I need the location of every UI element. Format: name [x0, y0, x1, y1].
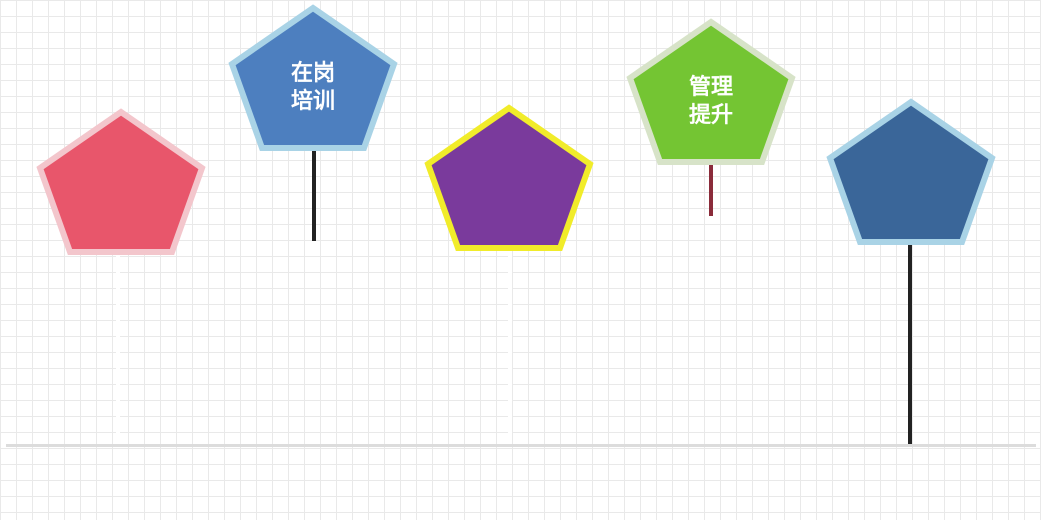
node-label-line1: 管理: [688, 75, 733, 100]
pentagon-shape: [424, 104, 594, 251]
node-label-line1: 在岗: [290, 61, 335, 86]
stem-3: [508, 240, 512, 444]
stem-4: [709, 150, 713, 216]
pentagon-shape: [626, 18, 796, 165]
timeline-baseline: [6, 444, 1036, 447]
pentagon-shape: [36, 108, 206, 255]
pentagon-node-3: [424, 104, 594, 254]
pentagon-node-2: 在岗 培训: [228, 4, 398, 154]
node-label-line2: 提升: [688, 103, 733, 128]
stem-2: [312, 146, 316, 241]
node-label: 管理 提升: [626, 74, 796, 130]
pentagon-node-5: [826, 98, 996, 248]
stem-1: [116, 200, 120, 444]
pentagon-node-4: 管理 提升: [626, 18, 796, 168]
pentagon-shape: [826, 98, 996, 245]
stem-5: [908, 232, 912, 444]
node-label-line2: 培训: [290, 89, 335, 114]
pentagon-shape: [228, 4, 398, 151]
node-label: 在岗 培训: [228, 60, 398, 116]
pentagon-node-1: [36, 108, 206, 258]
